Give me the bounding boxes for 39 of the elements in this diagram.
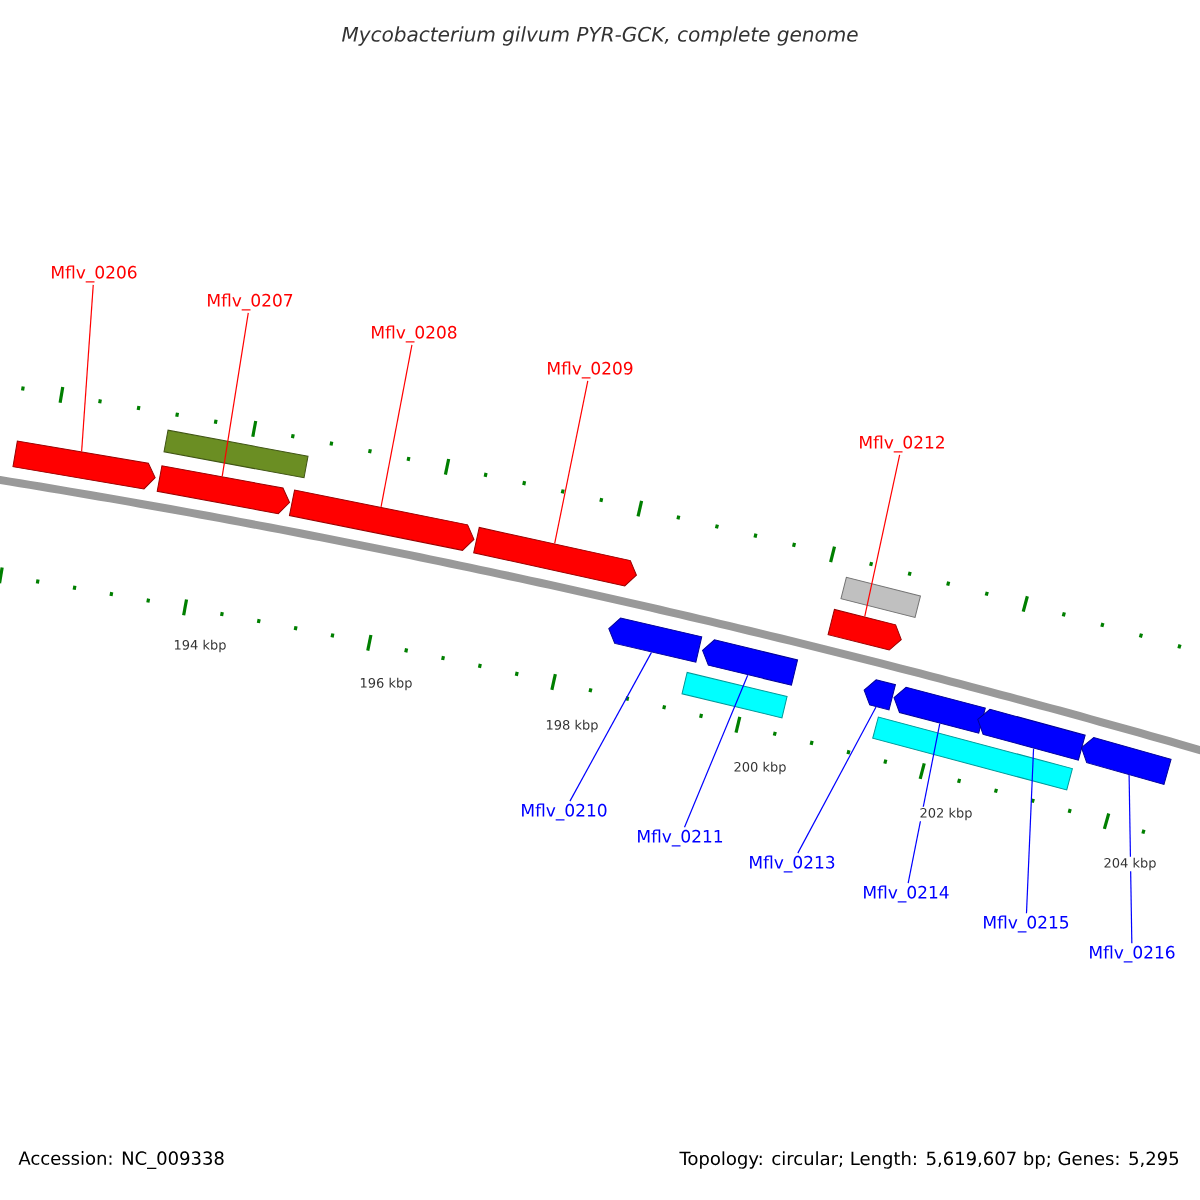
leader-line	[864, 454, 901, 618]
leader-line	[221, 312, 249, 477]
gene-label: Mflv_0210	[522, 803, 607, 821]
leader-line	[554, 380, 589, 545]
leader-line	[81, 284, 94, 453]
leader-line	[797, 706, 877, 854]
gene-label: Mflv_0209	[548, 361, 633, 379]
gene-block	[288, 489, 475, 551]
footer-text: Accession: NC_009338	[18, 1151, 224, 1169]
leader-line	[1025, 748, 1035, 914]
gene-block	[608, 617, 703, 663]
gene-block	[12, 440, 156, 490]
feature-box	[163, 429, 309, 479]
gene-label: Mflv_0215	[984, 915, 1069, 933]
gene-label: Mflv_0214	[864, 885, 949, 903]
gene-block	[863, 679, 896, 711]
feature-box	[872, 716, 1073, 791]
gene-block	[156, 465, 291, 515]
gene-label: Mflv_0216	[1090, 945, 1175, 963]
leader-line	[380, 344, 413, 508]
gene-label: Mflv_0208	[372, 325, 457, 343]
gene-label: Mflv_0212	[860, 435, 944, 453]
feature-box	[681, 671, 788, 719]
gene-label: Mflv_0213	[750, 855, 835, 873]
leader-line	[683, 674, 749, 828]
gene-label: Mflv_0211	[638, 829, 723, 847]
title: Mycobacterium gilvum PYR-GCK, complete genome	[342, 26, 858, 46]
gene-label: Mflv_0207	[208, 293, 293, 311]
leader-line	[907, 722, 941, 884]
footer-text: Topology: circular; Length: 5,619,607 bp; Genes: 5,295	[679, 1151, 1179, 1169]
feature-box	[840, 576, 921, 618]
leader-line	[1128, 774, 1133, 944]
gene-block	[977, 708, 1086, 761]
gene-block	[702, 639, 799, 686]
gene-block	[827, 608, 902, 651]
gene-block	[1080, 737, 1172, 785]
gene-label: Mflv_0206	[52, 265, 137, 283]
leader-line	[569, 651, 653, 802]
gene-block	[473, 526, 637, 587]
